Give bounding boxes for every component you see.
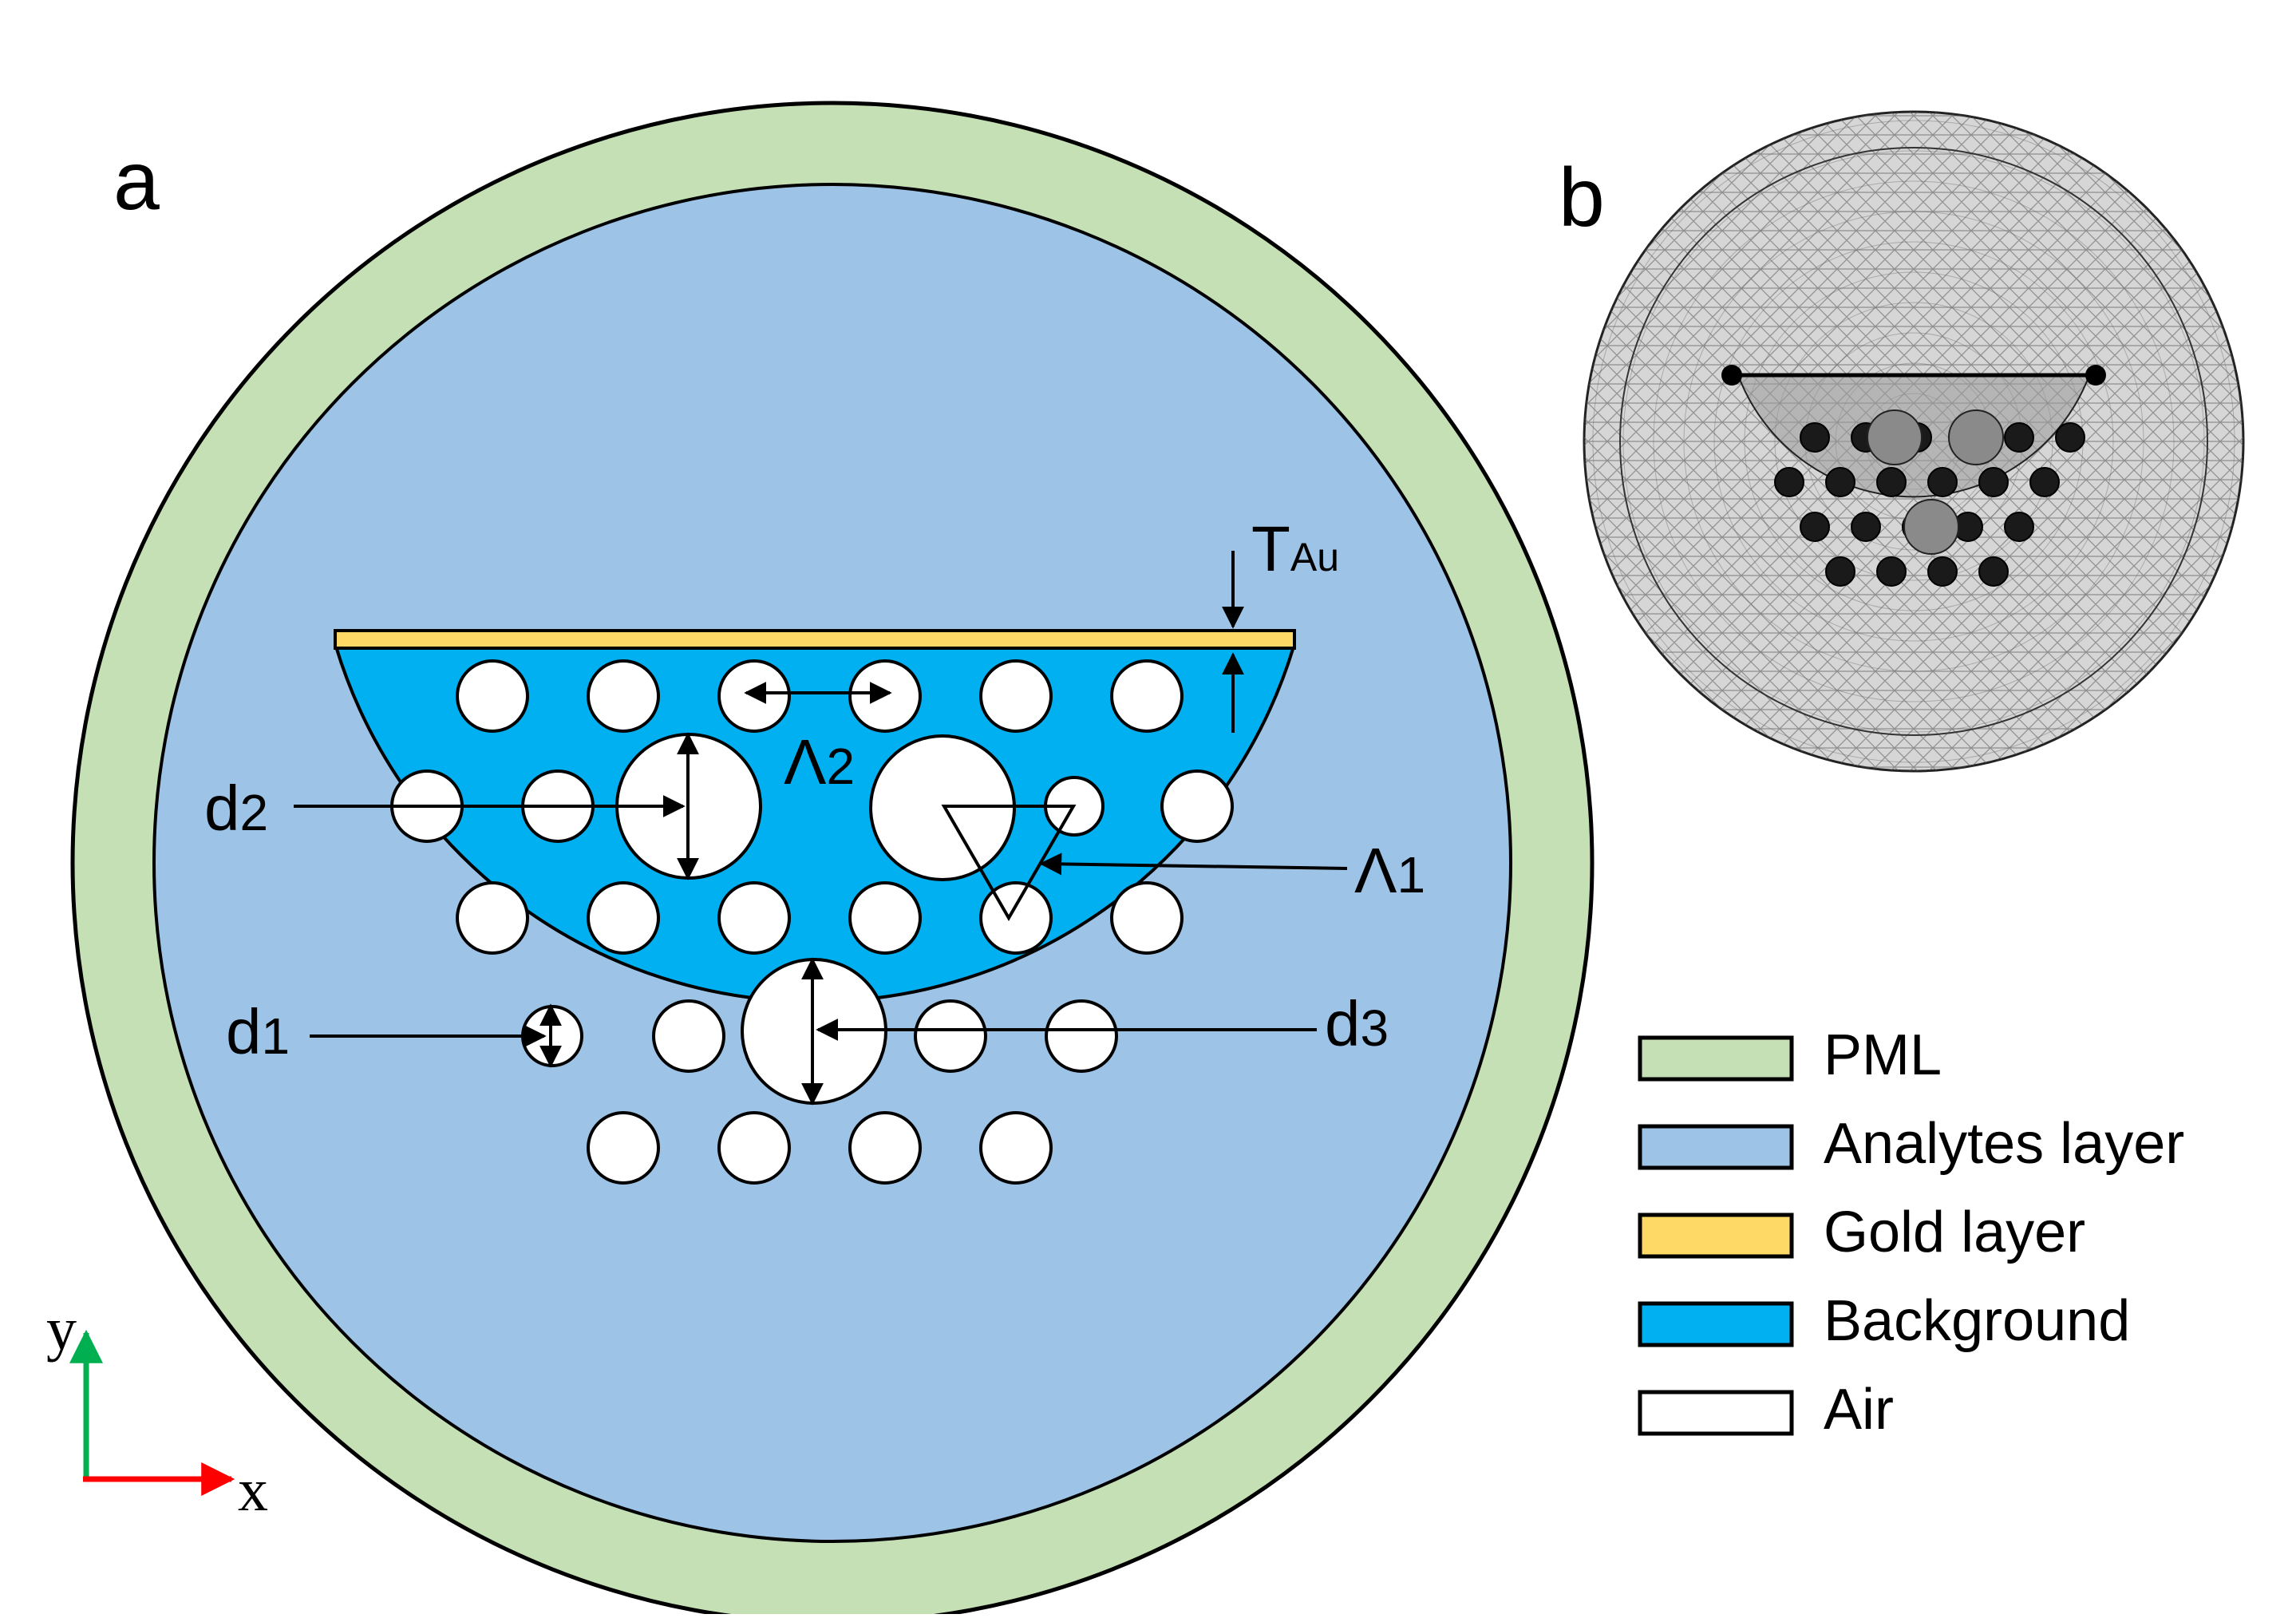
x-axis-label: x: [238, 1457, 268, 1524]
air-hole-small: [456, 881, 529, 955]
legend-item: Background: [1638, 1289, 2130, 1353]
air-hole-small: [587, 881, 660, 955]
lambda1-leader: [1039, 853, 1348, 876]
panel-b: b: [1559, 110, 2245, 773]
mesh-hole-large: [1867, 409, 1923, 465]
legend-swatch: [1638, 1390, 1794, 1436]
mesh-ring: [1653, 180, 2175, 702]
mesh-holes: [1774, 409, 2085, 587]
mesh-ring: [1713, 241, 2114, 642]
air-hole-small: [848, 1111, 922, 1185]
air-hole-small: [914, 999, 987, 1073]
panel-a-label: a: [113, 135, 160, 227]
mesh-ring: [1774, 302, 2053, 581]
air-hole-small: [717, 881, 791, 955]
mesh-ring: [1592, 120, 2235, 763]
d1-label: d1: [226, 996, 290, 1067]
d2-label: d2: [204, 773, 268, 844]
panel-b-label: b: [1559, 152, 1605, 244]
mesh-hole: [2004, 512, 2034, 542]
legend-item: Gold layer: [1638, 1201, 2085, 1264]
mesh-hole: [1825, 556, 1855, 587]
mesh-gold-end-left: [1721, 365, 1742, 386]
air-hole-small: [1110, 659, 1184, 733]
mesh-hole: [2029, 467, 2060, 497]
lambda2-label: Λ2: [784, 726, 855, 797]
legend-swatch: [1638, 1213, 1794, 1259]
air-hole-small: [1045, 999, 1118, 1073]
air-hole-small: [587, 659, 660, 733]
air-hole-small: [848, 659, 922, 733]
air-hole-small: [456, 659, 529, 733]
mesh-gold-end-right: [2085, 365, 2106, 386]
y-axis-label: y: [46, 1296, 77, 1363]
legend-swatch: [1638, 1124, 1794, 1170]
mesh-hole: [1851, 512, 1881, 542]
mesh-hole-large: [1948, 409, 2004, 465]
air-hole-small: [979, 659, 1053, 733]
legend-item: Analytes layer: [1638, 1112, 2184, 1176]
air-hole-small: [1160, 769, 1234, 843]
air-hole-small: [717, 659, 791, 733]
air-hole-small: [848, 881, 922, 955]
mesh-hole: [1800, 512, 1830, 542]
legend-label: Background: [1824, 1289, 2130, 1353]
mesh-hole: [1825, 467, 1855, 497]
mesh-hole: [1927, 467, 1958, 497]
t-au-label: TAu: [1251, 513, 1339, 584]
air-hole-small: [652, 999, 725, 1073]
mesh-hole: [1800, 422, 1830, 453]
dimension-arrows: [294, 551, 1348, 1106]
mesh-hole: [1876, 467, 1907, 497]
air-hole-small: [979, 881, 1053, 955]
legend-item: Air: [1638, 1378, 1894, 1442]
mesh-hole: [2004, 422, 2034, 453]
mesh-ring: [1622, 150, 2205, 733]
mesh-hole: [1876, 556, 1907, 587]
d3-label: d3: [1325, 988, 1389, 1059]
mesh-hole: [1978, 556, 2009, 587]
lambda1-label: Λ1: [1354, 835, 1425, 906]
legend-label: PML: [1824, 1023, 1942, 1087]
mesh-hole: [1978, 467, 2009, 497]
mesh-hole: [2055, 422, 2085, 453]
legend-label: Gold layer: [1824, 1201, 2085, 1264]
gold-layer: [334, 629, 1296, 650]
panel-a: a TAu Λ2 Λ1 d2 d1 d3 y x: [46, 101, 1595, 1618]
air-hole-small: [587, 1111, 660, 1185]
mesh-hole-large: [1903, 499, 1959, 555]
mesh-hole: [1927, 556, 1958, 587]
coordinate-axes: y x: [46, 1296, 268, 1524]
air-hole-small: [1110, 881, 1184, 955]
legend-item: PML: [1638, 1023, 1942, 1087]
air-hole-small: [979, 1111, 1053, 1185]
mesh-analyte-boundary: [1619, 147, 2208, 736]
mesh-ring: [1683, 211, 2144, 672]
legend-label: Air: [1824, 1378, 1894, 1442]
legend-swatch: [1638, 1301, 1794, 1347]
legend-swatch: [1638, 1035, 1794, 1082]
legend-label: Analytes layer: [1824, 1112, 2184, 1176]
air-hole-small: [717, 1111, 791, 1185]
mesh-hole: [1774, 467, 1804, 497]
